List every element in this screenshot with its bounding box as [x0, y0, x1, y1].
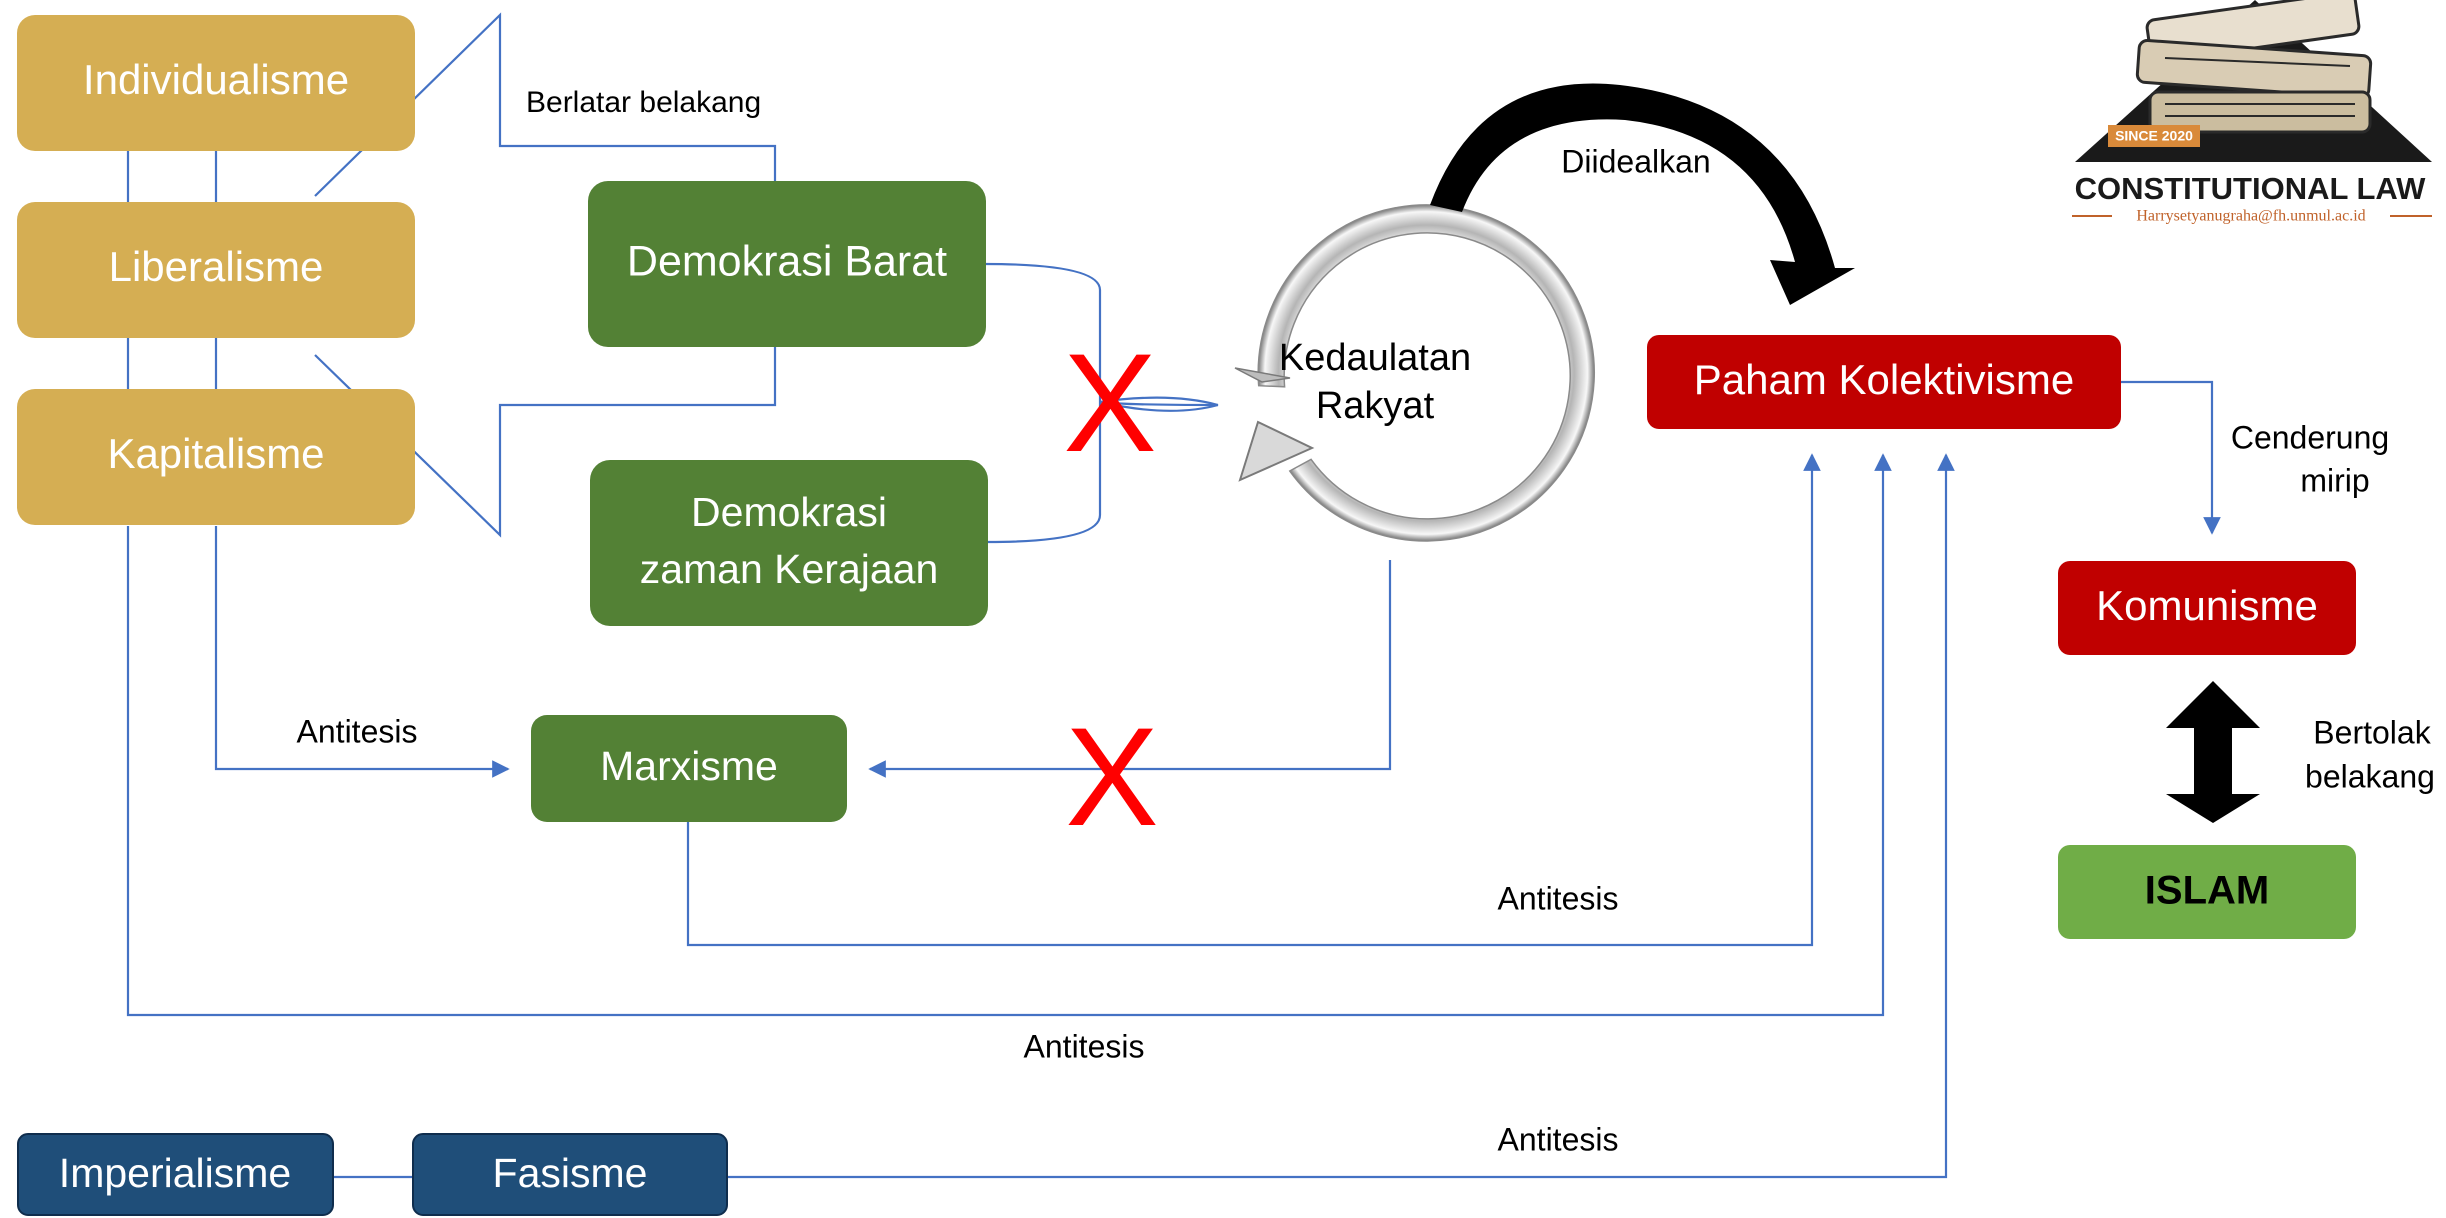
label-cenderung-line1: Cenderung [2231, 419, 2389, 455]
node-demokrasi-barat-label: Demokrasi Barat [627, 237, 947, 285]
label-berlatar-belakang: Berlatar belakang [526, 86, 761, 119]
label-antitesis-fasisme: Antitesis [1498, 1121, 1619, 1157]
kedaulatan-rakyat-cycle: Kedaulatan Rakyat [1234, 204, 1595, 542]
double-arrow-icon [2166, 681, 2260, 823]
node-liberalisme-label: Liberalisme [109, 243, 324, 290]
node-liberalisme: Liberalisme [17, 202, 415, 338]
node-fasisme-label: Fasisme [493, 1150, 648, 1196]
label-cenderung-line2: mirip [2300, 462, 2369, 498]
node-kapitalisme: Kapitalisme [17, 389, 415, 525]
node-demokrasi-kerajaan-line2: zaman Kerajaan [640, 546, 939, 592]
logo-email: Harrysetyanugraha@fh.unmul.ac.id [2136, 208, 2365, 225]
books-icon [2135, 0, 2373, 134]
node-islam: ISLAM [2058, 845, 2356, 939]
label-antitesis-marxisme: Antitesis [297, 713, 418, 749]
constitutional-law-logo: SINCE 2020 CONSTITUTIONAL LAW Harrysetya… [2072, 0, 2432, 225]
label-bertolak-line1: Bertolak [2313, 714, 2431, 750]
connector-kapitalisme-marxisme [214, 526, 510, 778]
node-marxisme-label: Marxisme [600, 743, 778, 789]
cross-mark-marxisme: X [1065, 698, 1158, 855]
node-imperialisme-label: Imperialisme [59, 1150, 291, 1196]
logo-since-ribbon [2108, 125, 2200, 147]
diidealkan-arrow [1430, 83, 1855, 305]
connector-kolektivisme-komunisme [2120, 380, 2221, 535]
connector-cross-strands [1099, 396, 1219, 412]
logo-since-text: SINCE 2020 [2115, 128, 2193, 144]
kedaulatan-label-line2: Rakyat [1316, 385, 1435, 427]
circular-arrow-head-icon [1238, 420, 1315, 482]
logo-title: CONSTITUTIONAL LAW [2075, 171, 2426, 206]
node-komunisme: Komunisme [2058, 561, 2356, 655]
node-individualisme: Individualisme [17, 15, 415, 151]
node-imperialisme: Imperialisme [17, 1133, 334, 1216]
node-individualisme-label: Individualisme [83, 56, 349, 103]
node-kapitalisme-label: Kapitalisme [107, 430, 324, 477]
circular-arrow-tail [1234, 367, 1291, 383]
label-diidealkan: Diidealkan [1561, 143, 1710, 179]
node-marxisme: Marxisme [531, 715, 847, 822]
node-fasisme: Fasisme [412, 1133, 728, 1216]
node-paham-kolektivisme: Paham Kolektivisme [1647, 335, 2121, 429]
kedaulatan-label-line1: Kedaulatan [1279, 337, 1471, 379]
label-bertolak-line2: belakang [2305, 758, 2435, 794]
connector-individualisme-kolektivisme [126, 453, 1892, 1017]
node-demokrasi-barat: Demokrasi Barat [588, 181, 986, 347]
node-demokrasi-kerajaan-line1: Demokrasi [691, 489, 887, 535]
connectors [126, 12, 2221, 1179]
label-antitesis-kolektivisme-1: Antitesis [1498, 880, 1619, 916]
connector-marxisme-kolektivisme [686, 453, 1821, 947]
node-paham-kolektivisme-label: Paham Kolektivisme [1694, 356, 2074, 403]
node-komunisme-label: Komunisme [2096, 582, 2318, 629]
cross-mark-demokrasi: X [1063, 324, 1156, 481]
connector-kedaulatan-marxisme [868, 560, 1392, 778]
curved-arrow-icon [1430, 83, 1855, 305]
background-callout-outline [314, 12, 777, 538]
label-antitesis-kolektivisme-2: Antitesis [1024, 1028, 1145, 1064]
connector-fasisme-kolektivisme [727, 453, 1955, 1179]
node-demokrasi-kerajaan: Demokrasi zaman Kerajaan [590, 460, 988, 626]
node-islam-label: ISLAM [2145, 869, 2269, 913]
